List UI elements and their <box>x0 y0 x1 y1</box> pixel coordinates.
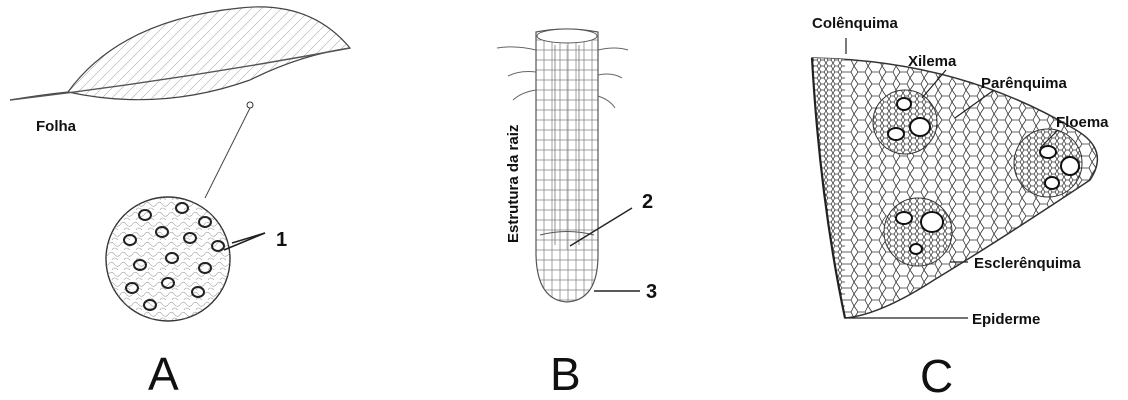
callout-number-3: 3 <box>646 281 657 303</box>
callout-number-1: 1 <box>276 229 287 251</box>
label-floema: Floema <box>1056 114 1109 131</box>
leaf-label: Folha <box>36 118 77 135</box>
panel-a: Folha 1 A <box>10 7 350 400</box>
root-structure-label: Estrutura da raiz <box>505 125 522 243</box>
panel-letter-b: B <box>550 348 581 400</box>
label-parenquima: Parênquima <box>981 75 1068 92</box>
callout-1-lines <box>224 233 265 250</box>
label-xilema: Xilema <box>908 53 957 70</box>
vascular-bundle-top <box>873 90 937 154</box>
panel-letter-a: A <box>148 348 179 400</box>
leaf-section-magnified <box>100 190 240 330</box>
label-esclerenquima: Esclerênquima <box>974 255 1081 272</box>
zoom-line <box>205 108 250 198</box>
panel-letter-c: C <box>920 350 953 400</box>
label-colenquima: Colênquima <box>812 15 898 32</box>
leaf-illustration <box>10 7 350 108</box>
callout-number-2: 2 <box>642 191 653 213</box>
panel-c: Colênquima Xilema Parênquima Floema Escl… <box>800 15 1109 400</box>
panel-b: Estrutura da raiz 2 3 B <box>497 29 657 400</box>
label-epiderme: Epiderme <box>972 311 1040 328</box>
stem-section-illustration <box>800 50 1100 330</box>
vascular-bundle-bottom <box>884 198 952 266</box>
